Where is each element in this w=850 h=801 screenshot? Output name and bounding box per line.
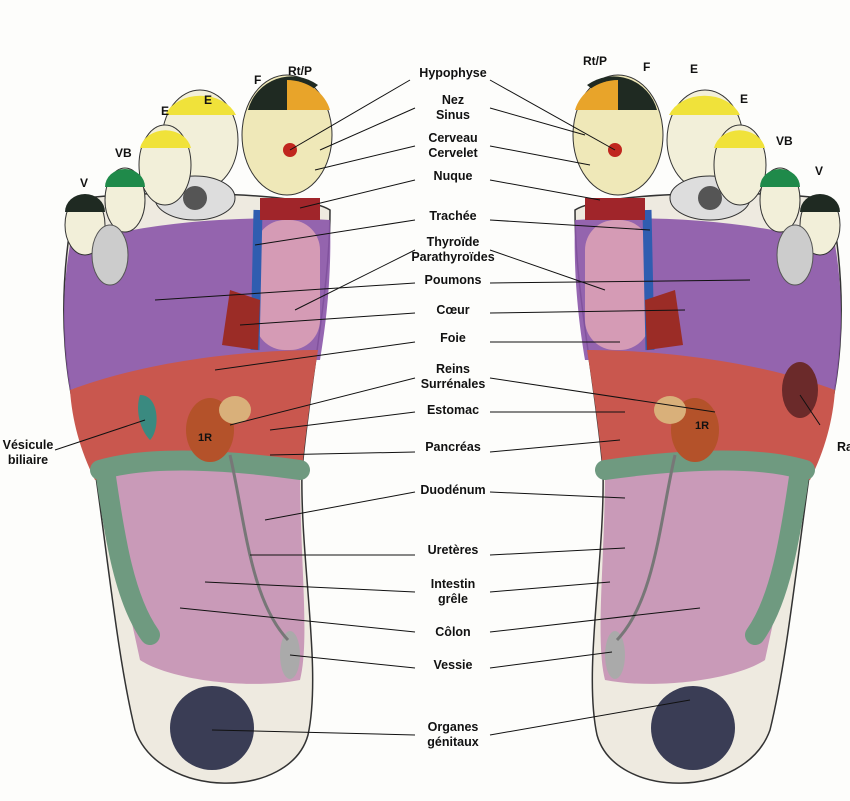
label-rate: Ra: [837, 440, 850, 454]
label-organes: Organes: [427, 720, 479, 734]
label-coeur: Cœur: [436, 303, 470, 317]
label-biliaire: biliaire: [7, 453, 49, 467]
toe-label: VB: [115, 146, 132, 160]
toe-label: E: [204, 93, 213, 107]
toe-label: Rt/P: [288, 64, 312, 78]
label-pancreas: Pancréas: [425, 440, 481, 454]
label-hypophyse: Hypophyse: [419, 66, 487, 80]
gallbladder: [138, 395, 157, 440]
label-colon: Côlon: [435, 625, 471, 639]
label-vesicule: Vésicule: [2, 438, 54, 452]
label-parathyroides: Parathyroïdes: [411, 250, 495, 264]
kidney-label: 1R: [198, 432, 213, 444]
label-thyroide: Thyroïde: [426, 235, 480, 249]
label-trachee: Trachée: [429, 209, 477, 223]
label-grele: grêle: [438, 592, 468, 606]
label-ureteres: Uretères: [427, 543, 479, 557]
label-duodenum: Duodénum: [420, 483, 486, 497]
toe-label: F: [643, 60, 651, 74]
toe-label: V: [80, 176, 89, 190]
label-estomac: Estomac: [426, 403, 480, 417]
toe-label: F: [254, 73, 262, 87]
label-genitaux: génitaux: [427, 735, 479, 749]
label-sinus: Sinus: [435, 108, 471, 122]
toe-label: E: [690, 62, 699, 76]
label-nuque: Nuque: [433, 169, 473, 183]
label-intestin: Intestin: [430, 577, 476, 591]
spleen: [782, 362, 818, 418]
toe-label: Rt/P: [583, 54, 607, 68]
label-vessie: Vessie: [433, 658, 473, 672]
label-cervelet: Cervelet: [428, 146, 478, 160]
toe-label: VB: [776, 134, 793, 148]
label-poumons: Poumons: [424, 273, 482, 287]
toe-label: E: [161, 104, 170, 118]
label-nez: Nez: [441, 93, 465, 107]
label-surrenales: Surrénales: [420, 377, 486, 391]
toe-label: V: [815, 164, 824, 178]
label-cerveau: Cerveau: [428, 131, 478, 145]
label-foie: Foie: [440, 331, 466, 345]
kidney-label: 1R: [695, 420, 710, 432]
label-reins: Reins: [435, 362, 471, 376]
leader-lines: [54, 79, 821, 736]
toe-label: E: [740, 92, 749, 106]
